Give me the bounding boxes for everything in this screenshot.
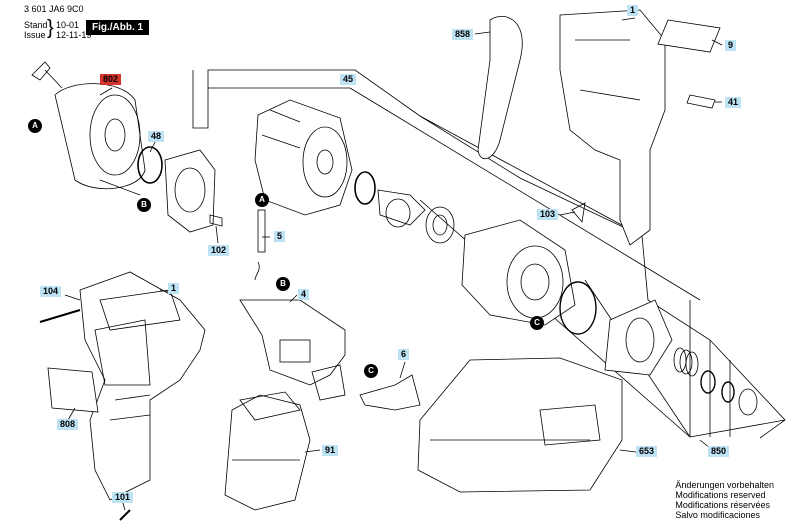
part-label-4: 4 bbox=[298, 289, 310, 300]
part-label-45: 45 bbox=[340, 74, 357, 85]
motor bbox=[31, 61, 146, 196]
footer-line-fr: Modifications réservées bbox=[675, 500, 770, 510]
part-label-858: 858 bbox=[452, 29, 474, 40]
charger bbox=[417, 357, 623, 493]
footer-line-en: Modifications reserved bbox=[675, 490, 766, 500]
spring bbox=[673, 347, 699, 377]
part-label-850: 850 bbox=[708, 446, 730, 457]
nose-cone bbox=[604, 299, 673, 376]
stand-label: Stand bbox=[24, 20, 48, 30]
sleeve bbox=[738, 388, 758, 416]
part-label-104: 104 bbox=[40, 286, 62, 297]
part-label-653: 653 bbox=[636, 446, 658, 457]
screw-102 bbox=[209, 214, 223, 227]
housing-half-right bbox=[559, 9, 666, 246]
housing-half-left bbox=[79, 271, 206, 501]
electronics-module bbox=[239, 299, 346, 401]
screw-101 bbox=[119, 509, 131, 521]
assembly-frame bbox=[192, 69, 786, 439]
marker-c-electronics: C bbox=[364, 364, 378, 378]
label-sheet bbox=[657, 19, 721, 53]
screw-104 bbox=[39, 309, 81, 323]
footer-line-de: Änderungen vorbehalten bbox=[675, 480, 774, 490]
switch-6 bbox=[359, 374, 421, 411]
figure-label: Fig./Abb. 1 bbox=[86, 20, 150, 35]
part-label-802: 802 bbox=[100, 74, 122, 85]
gearbox bbox=[254, 99, 353, 216]
marker-b-motor: B bbox=[137, 198, 151, 212]
bearing-plate bbox=[164, 149, 216, 233]
ring-48 bbox=[137, 146, 163, 184]
part-label-41: 41 bbox=[725, 97, 742, 108]
part-label-48: 48 bbox=[148, 131, 165, 142]
part-label-91: 91 bbox=[322, 445, 339, 456]
footer-line-es: Salvo modificaciones bbox=[675, 510, 760, 520]
label-sheet-808 bbox=[47, 367, 99, 413]
part-label-101: 101 bbox=[112, 492, 134, 503]
part-label-6: 6 bbox=[398, 349, 410, 360]
part-label-5: 5 bbox=[274, 231, 286, 242]
spindle bbox=[377, 189, 426, 226]
clutch-ring bbox=[559, 281, 597, 335]
part-label-1-left: 1 bbox=[168, 283, 180, 294]
retaining-ring bbox=[721, 381, 735, 403]
washer bbox=[700, 370, 716, 394]
wrist-strap bbox=[477, 16, 523, 160]
part-label-102: 102 bbox=[208, 245, 230, 256]
label-41 bbox=[686, 94, 716, 109]
stand-value: 10-01 bbox=[56, 20, 80, 30]
part-label-9: 9 bbox=[725, 40, 737, 51]
battery-pack bbox=[224, 391, 311, 511]
marker-b-electronics: B bbox=[276, 277, 290, 291]
issue-value: 12-11-19 bbox=[56, 30, 92, 40]
marker-a-rod: A bbox=[255, 193, 269, 207]
footer-notice: Änderungen vorbehalten Modifications res… bbox=[675, 480, 774, 520]
part-label-103: 103 bbox=[537, 209, 559, 220]
coupling bbox=[425, 206, 455, 244]
front-housing bbox=[461, 219, 576, 326]
part-label-1-top: 1 bbox=[627, 5, 639, 16]
marker-c-housing: C bbox=[530, 316, 544, 330]
part-label-808: 808 bbox=[57, 419, 79, 430]
marker-a-motor: A bbox=[28, 119, 42, 133]
rod-5 bbox=[257, 209, 266, 253]
issue-label: Issue bbox=[24, 30, 46, 40]
clip-103 bbox=[571, 202, 586, 223]
header-brace: } bbox=[47, 17, 54, 39]
document-code: 3 601 JA6 9C0 bbox=[24, 4, 84, 14]
